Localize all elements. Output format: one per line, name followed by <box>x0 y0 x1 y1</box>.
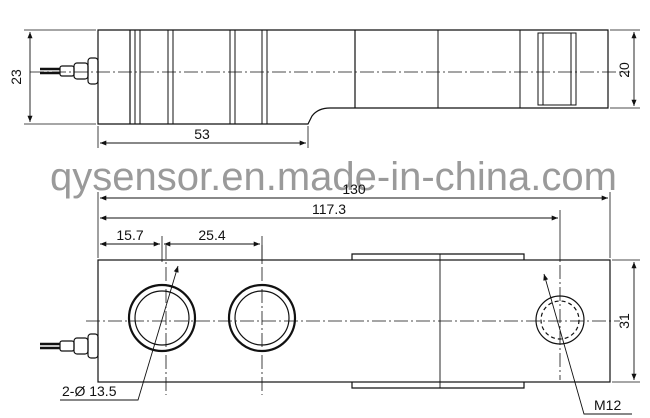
thread-leader <box>543 273 632 415</box>
watermark-text: qysensor.en.made-in-china.com <box>50 155 617 199</box>
dim-117-3-label: 117.3 <box>312 201 346 217</box>
dim-31-label: 31 <box>616 313 632 329</box>
dim-25-4-label: 25.4 <box>198 227 225 243</box>
through-hole <box>127 283 197 353</box>
thread-label: M12 <box>594 397 621 413</box>
dim-15-7-label: 15.7 <box>116 227 143 243</box>
threaded-hole <box>535 295 585 345</box>
through-hole <box>227 283 297 353</box>
through-holes-label: 2-Ø 13.5 <box>62 383 117 399</box>
top-view <box>40 192 640 415</box>
side-body-outline <box>97 29 609 125</box>
side-view <box>24 29 640 148</box>
top-bump <box>351 253 525 260</box>
top-cable-connector <box>40 333 99 359</box>
dim-130-label: 130 <box>342 181 366 197</box>
dim-20-label: 20 <box>616 62 632 78</box>
bottom-bump <box>351 382 525 389</box>
dim-53-label: 53 <box>194 126 210 142</box>
hole-leader <box>60 265 179 401</box>
side-cable-connector <box>40 57 99 85</box>
dim-23-label: 23 <box>8 69 24 85</box>
